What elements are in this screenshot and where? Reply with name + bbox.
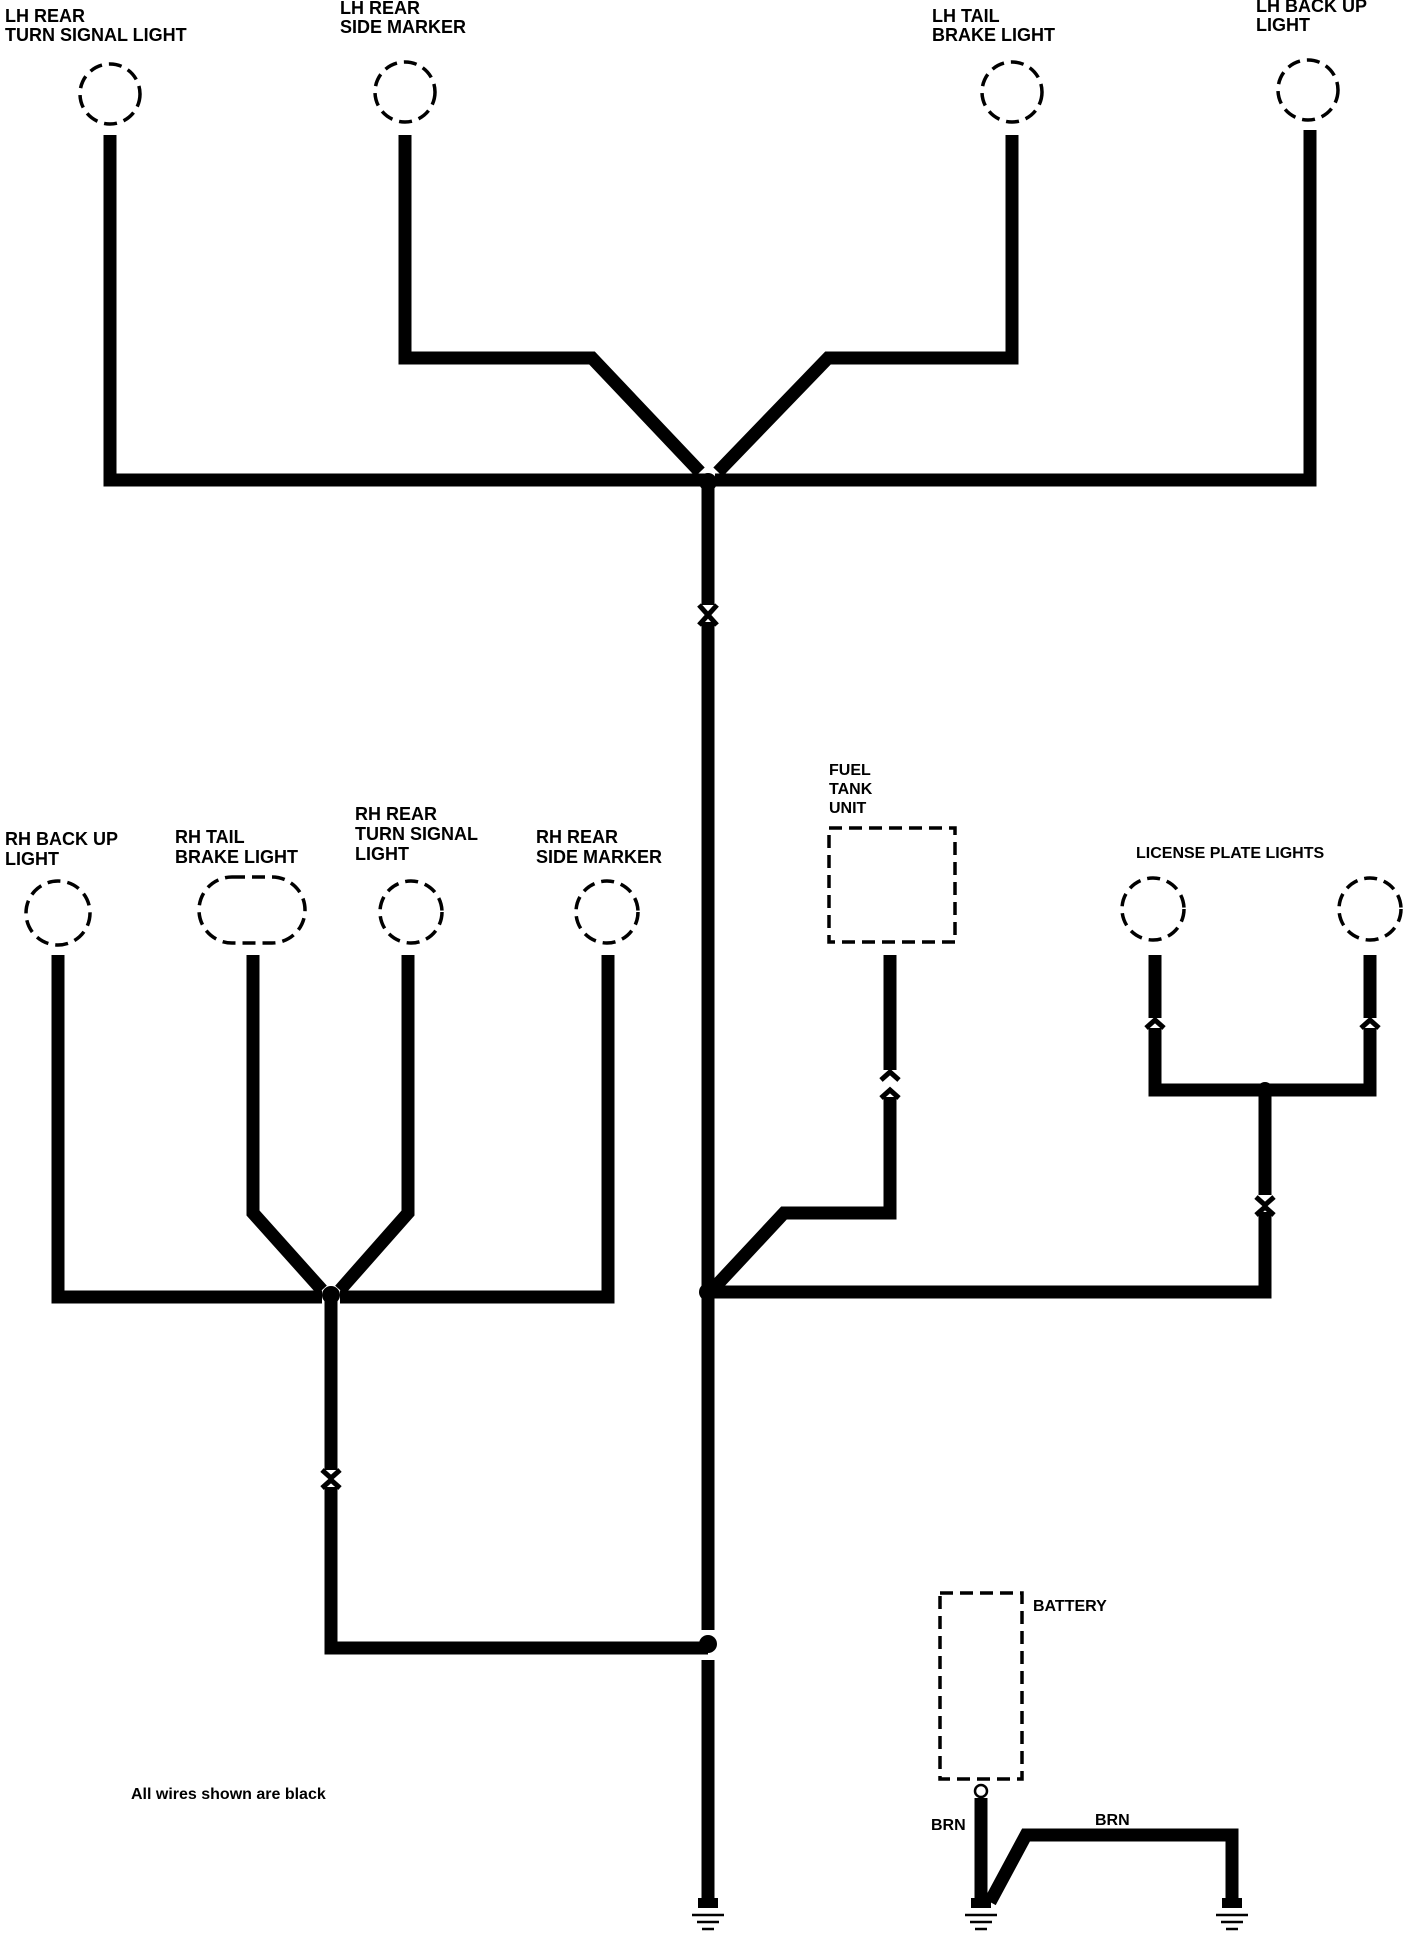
rh-harness (51, 955, 708, 1655)
rh-back-up-bulb (24, 879, 92, 947)
main-trunk (692, 482, 724, 1931)
rh-rear-side-marker-bulb (574, 879, 640, 945)
connector-license-right (1359, 1016, 1381, 1030)
wire-lh-tail-brake (713, 135, 1019, 477)
wire-fuel-tank-down (709, 1097, 897, 1293)
battery-harness (938, 1591, 1248, 1931)
fuel-tank-harness (709, 955, 901, 1293)
label-lh-back-up: LH BACK UP LIGHT (1256, 0, 1372, 35)
wire-battery-strap (984, 1828, 1239, 1906)
label-battery: BATTERY (1033, 1598, 1107, 1615)
label-wire-brn-lead: BRN (931, 1817, 966, 1834)
label-license-plate-lights: LICENSE PLATE LIGHTS (1136, 845, 1324, 862)
battery-box (938, 1591, 1024, 1781)
connector-trunk-upper (697, 603, 719, 627)
diagram-note: All wires shown are black (131, 1786, 326, 1803)
label-lh-rear-side-marker: LH REAR SIDE MARKER (340, 0, 466, 37)
wire-license-join (1148, 1028, 1377, 1097)
wire-lh-rear-side-marker (398, 135, 705, 477)
label-rh-rear-side-marker: RH REAR SIDE MARKER (536, 827, 662, 867)
wire-rh-rear-turn-signal (335, 955, 415, 1295)
wire-rh-to-trunk (324, 1487, 708, 1655)
wire-rh-back-up (51, 955, 322, 1304)
lh-tail-brake-bulb (980, 60, 1044, 124)
license-plate-left-bulb (1120, 876, 1186, 942)
label-lh-rear-turn-signal: LH REAR TURN SIGNAL LIGHT (5, 6, 187, 45)
label-rh-back-up: RH BACK UP LIGHT (5, 829, 123, 869)
license-plate-harness (714, 955, 1381, 1299)
label-rh-tail-brake: RH TAIL BRAKE LIGHT (175, 827, 298, 867)
battery-terminal (973, 1783, 989, 1799)
wire-license-to-trunk (714, 1212, 1272, 1299)
rh-rear-turn-signal-bulb (378, 879, 444, 945)
ground-icon (1216, 1913, 1248, 1931)
connector-fuel-tank (879, 1068, 901, 1100)
connector-rh (320, 1468, 342, 1490)
wire-lh-back-up (715, 130, 1317, 487)
labels: LH REAR TURN SIGNAL LIGHT LH REAR SIDE M… (5, 0, 1372, 1834)
lh-harness (103, 130, 1317, 491)
ground-icon (965, 1913, 997, 1931)
wire-rh-rear-side-marker (340, 955, 615, 1304)
wire-lh-rear-turn-signal (103, 135, 705, 487)
ground-icon (692, 1913, 724, 1931)
splice-trunk-mid (699, 1283, 717, 1301)
lh-rear-side-marker-bulb (373, 60, 437, 124)
label-fuel-tank-unit: FUEL TANK UNIT (829, 762, 877, 817)
fuel-tank-unit-box (827, 826, 957, 944)
connector-license-left (1144, 1016, 1166, 1030)
rh-tail-brake-bulb (197, 875, 307, 945)
license-plate-right-bulb (1337, 876, 1403, 942)
label-lh-tail-brake: LH TAIL BRAKE LIGHT (932, 6, 1055, 45)
label-rh-rear-turn-signal: RH REAR TURN SIGNAL LIGHT (355, 804, 483, 864)
lh-rear-turn-signal-bulb (78, 62, 142, 126)
wire-rh-tail-brake (246, 955, 327, 1295)
lh-back-up-bulb (1276, 58, 1340, 122)
component-outlines (24, 58, 1403, 947)
label-wire-brn-strap: BRN (1095, 1812, 1130, 1829)
